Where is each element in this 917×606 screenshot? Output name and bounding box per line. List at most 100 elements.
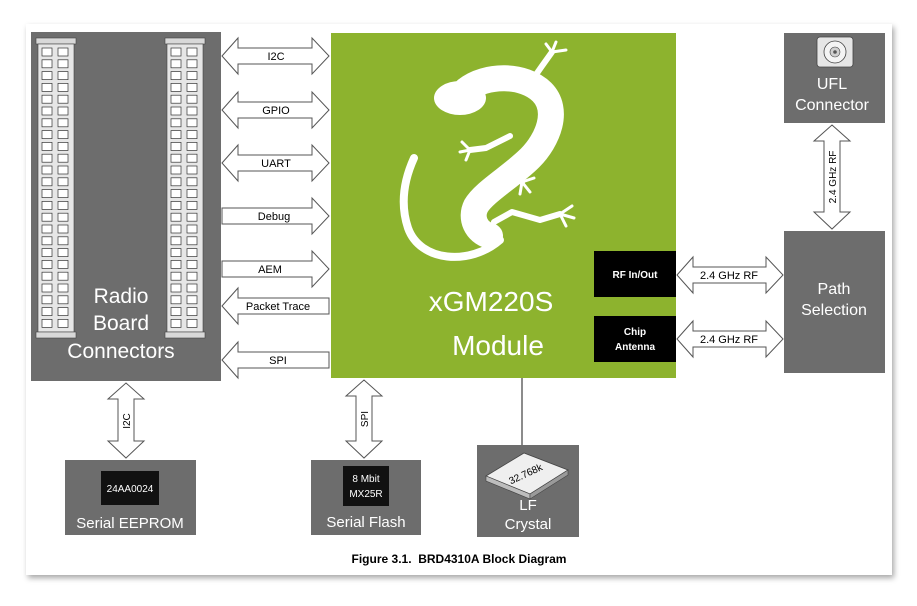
header-pin — [57, 307, 69, 316]
header-pin — [41, 165, 53, 175]
svg-text:Debug: Debug — [258, 211, 290, 223]
header-pin — [57, 142, 69, 151]
header-pin — [57, 212, 69, 222]
header-pin — [41, 189, 53, 198]
header-pin — [170, 248, 182, 257]
header-pin — [57, 106, 69, 116]
header-pin — [170, 118, 182, 128]
header-pin — [186, 153, 198, 163]
svg-text:8 Mbit: 8 Mbit — [352, 474, 379, 485]
header-pin — [57, 260, 69, 269]
header-pin — [57, 71, 69, 80]
header-pin — [186, 130, 198, 139]
header-pin — [41, 248, 53, 257]
header-pin — [41, 260, 53, 269]
header-pin — [186, 142, 198, 151]
svg-text:Packet Trace: Packet Trace — [246, 301, 310, 313]
header-pin — [41, 236, 53, 246]
svg-text:AEM: AEM — [258, 264, 282, 276]
header-pin — [186, 260, 198, 269]
header-pin — [57, 130, 69, 139]
header-pin — [41, 83, 53, 92]
svg-text:SPI: SPI — [360, 411, 371, 427]
spi-vertical-bus: SPI — [344, 379, 384, 459]
i2c-vertical-bus: I2C — [106, 382, 146, 459]
header-pin — [170, 177, 182, 187]
header-pin — [170, 307, 182, 316]
gecko-logo — [399, 40, 576, 261]
header-pin — [170, 260, 182, 269]
header-pin — [186, 59, 198, 69]
header-pin — [57, 201, 69, 210]
header-pin — [186, 236, 198, 246]
header-pin — [186, 212, 198, 222]
header-pin — [57, 224, 69, 234]
module-label-line1: xGM220S — [429, 286, 554, 317]
svg-text:I2C: I2C — [122, 413, 133, 429]
bus-uart: UART — [221, 143, 330, 183]
header-pin — [186, 189, 198, 198]
header-pin — [57, 94, 69, 104]
header-pin — [186, 165, 198, 175]
header-pin — [186, 83, 198, 92]
header-pin — [57, 153, 69, 163]
header-pin — [41, 130, 53, 139]
figure-caption: Figure 3.1. BRD4310A Block Diagram — [352, 552, 567, 566]
header-pin — [41, 94, 53, 104]
svg-text:UFL: UFL — [817, 76, 847, 93]
header-pin — [186, 106, 198, 116]
bus-i2c: I2C — [221, 36, 330, 76]
header-pin — [170, 189, 182, 198]
crystal-icon: 32.768k — [485, 452, 569, 500]
bus-debug: Debug — [221, 196, 330, 236]
header-pin — [170, 295, 182, 305]
header-pin — [186, 224, 198, 234]
serial-flash-block: 8 Mbit MX25R Serial Flash — [311, 460, 421, 535]
ufl-connector-block: UFL Connector — [784, 33, 885, 123]
pin-header-right — [164, 37, 206, 339]
header-pin — [57, 165, 69, 175]
rf-link-top: 2.4 GHz RF — [676, 255, 784, 295]
svg-text:2.4 GHz RF: 2.4 GHz RF — [828, 151, 839, 204]
header-pin — [57, 319, 69, 328]
header-pin — [186, 177, 198, 187]
header-pin — [170, 130, 182, 139]
header-pin — [41, 106, 53, 116]
svg-text:Selection: Selection — [801, 302, 867, 319]
header-pin — [41, 307, 53, 316]
lf-crystal-block: 32.768k LF Crystal — [477, 445, 579, 537]
header-pin — [170, 59, 182, 69]
header-pin — [57, 47, 69, 57]
bus-spi: SPI — [221, 340, 330, 380]
header-pin — [41, 177, 53, 187]
eeprom-chip-icon — [101, 471, 159, 505]
header-pin — [170, 283, 182, 293]
chip-antenna-port: Chip Antenna — [594, 316, 676, 362]
svg-text:Chip: Chip — [624, 327, 646, 338]
header-pin — [57, 248, 69, 257]
radio-board-label-line3: Connectors — [67, 340, 174, 363]
bus-gpio: GPIO — [221, 90, 330, 130]
header-pin — [170, 224, 182, 234]
header-pin — [170, 201, 182, 210]
bus-aem: AEM — [221, 249, 330, 289]
svg-text:24AA0024: 24AA0024 — [107, 484, 154, 495]
header-pin — [186, 201, 198, 210]
svg-text:Path: Path — [818, 281, 851, 298]
header-pin — [57, 83, 69, 92]
svg-text:I2C: I2C — [267, 51, 284, 63]
header-pin — [170, 94, 182, 104]
header-pin — [186, 71, 198, 80]
header-pin — [41, 153, 53, 163]
header-pin — [41, 212, 53, 222]
radio-board-connectors-block: Radio Board Connectors — [31, 32, 221, 381]
header-pin — [170, 165, 182, 175]
module-label-line2: Module — [452, 330, 544, 361]
header-pin — [41, 71, 53, 80]
header-pin — [41, 224, 53, 234]
rf-link-bottom: 2.4 GHz RF — [676, 319, 784, 359]
header-pin — [170, 71, 182, 80]
header-pin — [41, 319, 53, 328]
header-pin — [186, 248, 198, 257]
